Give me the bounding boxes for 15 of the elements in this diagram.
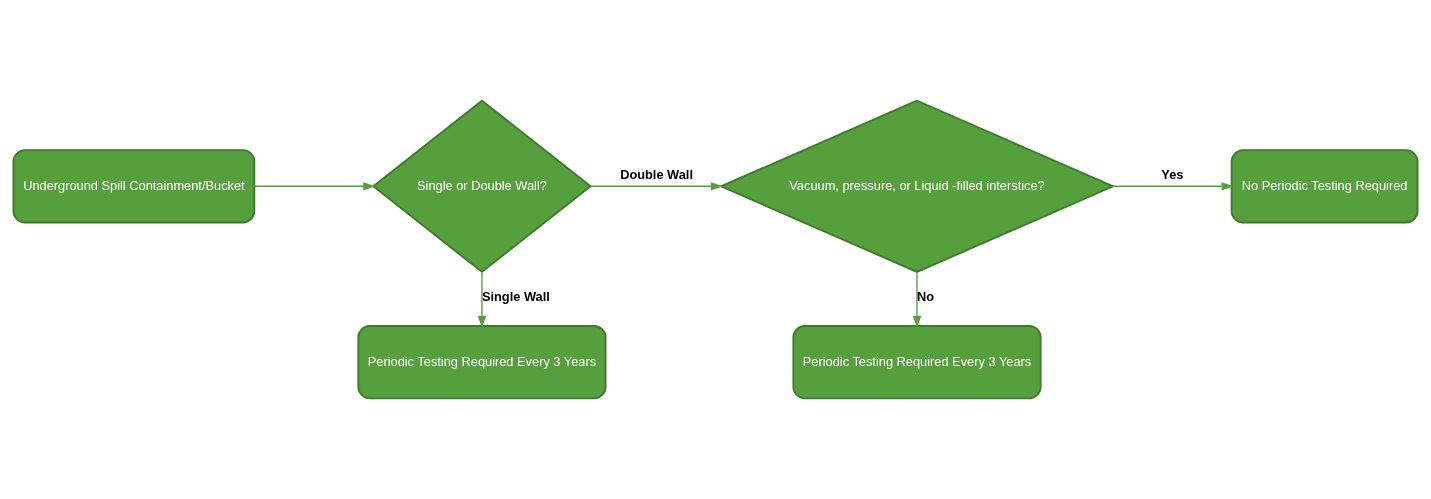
arrow [912, 271, 922, 328]
node-box: Periodic Testing Required Every 3 Years [792, 325, 1042, 400]
node-diamond: Single or Double Wall? [371, 99, 593, 274]
edge-label: Yes [1161, 167, 1184, 183]
edge-label: No [917, 289, 935, 305]
node-diamond: Vacuum, pressure, or Liquid -filled interstice? [718, 99, 1116, 273]
node-box: No Periodic Testing Required [1230, 149, 1419, 224]
node-box: Periodic Testing Required Every 3 Years [357, 325, 607, 400]
node-box: Underground Spill Containment/Bucket [12, 149, 256, 224]
arrow [477, 271, 487, 328]
edge-label: Single Wall [481, 289, 550, 305]
arrow [1112, 182, 1234, 191]
arrow [589, 182, 723, 191]
edge-label: Double Wall [620, 167, 693, 183]
arrow [253, 182, 376, 191]
